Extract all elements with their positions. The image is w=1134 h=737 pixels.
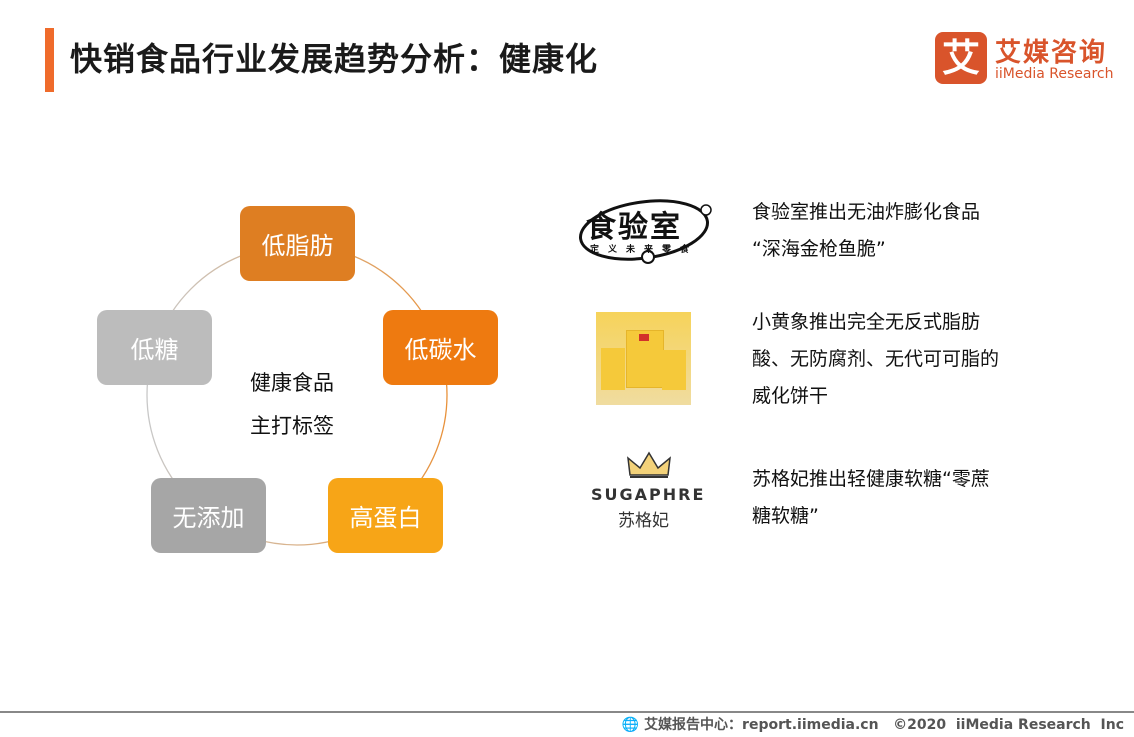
example-description: 食验室推出无油炸膨化食品 “深海金枪鱼脆”	[752, 194, 1052, 268]
logo-mark: 艾	[935, 32, 987, 84]
tag-ring	[146, 244, 448, 546]
logo-name-en: iiMedia Research	[995, 66, 1114, 82]
product-label	[639, 334, 649, 341]
tag-label: 无添加	[172, 504, 245, 532]
brand-name-cn: 苏格妃	[618, 511, 669, 531]
footer: 🌐 艾媒报告中心：report.iimedia.cn ©2020 iiMedia…	[622, 714, 1124, 734]
footer-text: 艾媒报告中心：report.iimedia.cn ©2020 iiMedia R…	[644, 717, 1124, 733]
globe-cursor-icon: 🌐	[621, 717, 640, 733]
orbit-ellipse-icon	[579, 199, 712, 264]
desc-line: “深海金枪鱼脆”	[752, 238, 886, 260]
tag-no-additive: 无添加	[151, 478, 266, 553]
tag-low-carb: 低碳水	[383, 310, 498, 385]
footer-divider	[0, 711, 1134, 713]
sugaphre-logo: SUGAPHRE 苏格妃	[588, 450, 708, 531]
brand-slogan: 定义未来零食	[590, 245, 699, 255]
crown-icon	[627, 451, 671, 478]
desc-line: 苏格妃推出轻健康软糖“零蔗	[752, 468, 990, 490]
desc-line: 糖软糖”	[752, 505, 819, 527]
tag-high-protein: 高蛋白	[328, 478, 443, 553]
desc-line: 食验室推出无油炸膨化食品	[752, 201, 981, 223]
title-accent-bar	[45, 28, 54, 92]
shiyanshi-logo: 食验室 定义未来零食	[578, 192, 718, 267]
product-box	[662, 350, 686, 390]
example-description: 小黄象推出完全无反式脂肪 酸、无防腐剂、无代可可脂的 威化饼干	[752, 304, 1052, 415]
product-image	[596, 312, 691, 405]
desc-line: 酸、无防腐剂、无代可可脂的	[752, 348, 1000, 370]
tag-label: 低碳水	[404, 336, 477, 364]
page-title: 快销食品行业发展趋势分析：健康化	[70, 40, 599, 78]
product-box	[601, 348, 625, 390]
tag-label: 低脂肪	[261, 232, 334, 260]
logo-name-cn: 艾媒咨询	[995, 38, 1108, 68]
iimedia-logo: 艾 艾媒咨询 iiMedia Research	[935, 32, 1125, 88]
desc-line: 小黄象推出完全无反式脂肪	[752, 311, 981, 333]
tag-label: 高蛋白	[349, 504, 422, 532]
diagram-center-label: 健康食品 主打标签	[250, 362, 334, 448]
desc-line: 威化饼干	[752, 385, 829, 407]
tag-low-fat: 低脂肪	[240, 206, 355, 281]
brand-name: SUGAPHRE	[591, 485, 706, 504]
center-line: 主打标签	[250, 414, 334, 438]
center-line: 健康食品	[250, 371, 334, 395]
tag-low-sugar: 低糖	[97, 310, 212, 385]
tag-label: 低糖	[130, 336, 179, 364]
brand-name: 食验室	[586, 210, 682, 245]
example-description: 苏格妃推出轻健康软糖“零蔗 糖软糖”	[752, 461, 1052, 535]
